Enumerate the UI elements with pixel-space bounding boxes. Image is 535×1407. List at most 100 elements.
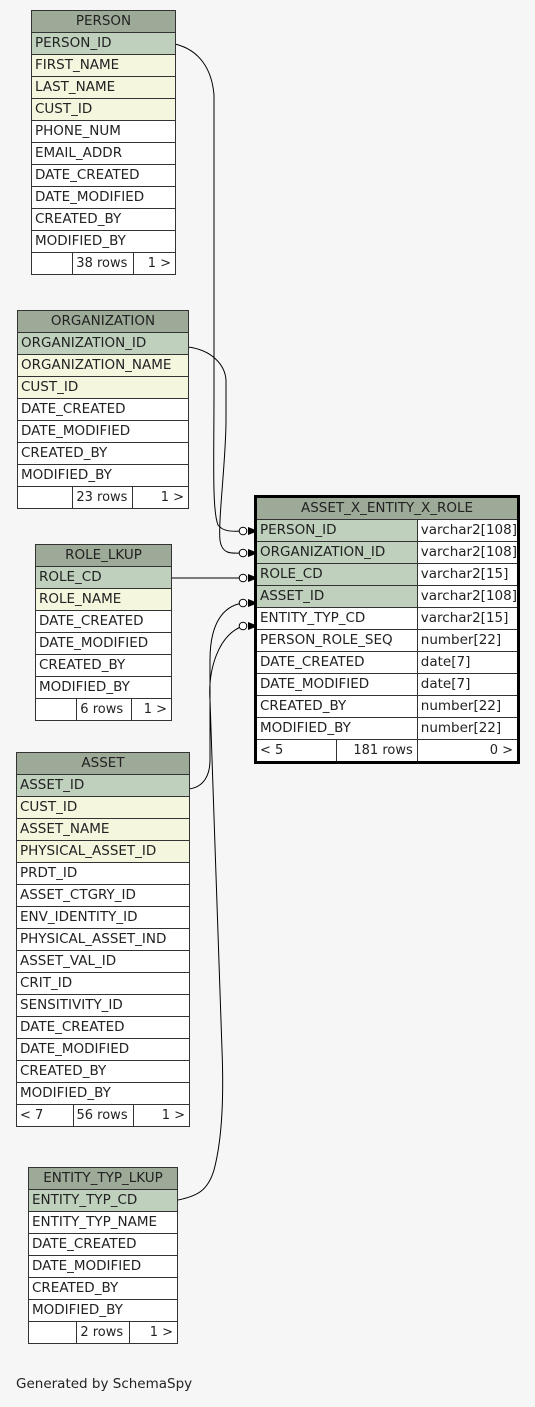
edge-person-id bbox=[174, 43, 244, 532]
column-date-created: DATE_CREATED bbox=[35, 610, 172, 633]
column-date-created: DATE_CREATED bbox=[256, 651, 418, 674]
column-date-modified: DATE_MODIFIED bbox=[35, 632, 172, 655]
column-organization-name: ORGANIZATION_NAME bbox=[17, 354, 189, 377]
column-modified-by: MODIFIED_BY bbox=[28, 1299, 178, 1322]
column-created-by: CREATED_BY bbox=[31, 208, 176, 231]
table-title[interactable]: ASSET_X_ENTITY_X_ROLE bbox=[256, 497, 518, 520]
column-cust-id: CUST_ID bbox=[16, 796, 190, 819]
footer-row-count: 56 rows bbox=[72, 1104, 135, 1127]
footer-row-count: 6 rows bbox=[76, 698, 133, 721]
footer-children-link[interactable]: 1 > bbox=[129, 1321, 178, 1344]
column-type: varchar2[108] bbox=[416, 585, 519, 608]
role-lkup-table[interactable]: ROLE_LKUP ROLE_CD ROLE_NAME DATE_CREATED… bbox=[34, 544, 172, 721]
footer-row-count: 2 rows bbox=[76, 1321, 131, 1344]
column-asset-id: ASSET_ID bbox=[256, 585, 418, 608]
generated-by-caption: Generated by SchemaSpy bbox=[16, 1376, 193, 1392]
footer-parents bbox=[27, 1321, 78, 1344]
table-title[interactable]: ROLE_LKUP bbox=[35, 544, 172, 567]
asset-table[interactable]: ASSET ASSET_ID CUST_ID ASSET_NAME PHYSIC… bbox=[16, 752, 190, 1127]
footer-children-link[interactable]: 1 > bbox=[131, 698, 172, 721]
footer-children-link[interactable]: 1 > bbox=[133, 1104, 190, 1127]
arrow-marker bbox=[248, 574, 258, 582]
table-title[interactable]: PERSON bbox=[31, 10, 176, 33]
person-table[interactable]: PERSON PERSON_ID FIRST_NAME LAST_NAME CU… bbox=[30, 10, 176, 275]
column-modified-by: MODIFIED_BY bbox=[31, 230, 176, 253]
column-date-created: DATE_CREATED bbox=[31, 164, 176, 187]
column-created-by: CREATED_BY bbox=[35, 654, 172, 677]
optional-marker bbox=[238, 621, 248, 631]
column-modified-by: MODIFIED_BY bbox=[17, 464, 189, 487]
column-modified-by: MODIFIED_BY bbox=[256, 717, 418, 740]
column-type: number[22] bbox=[416, 695, 519, 718]
optional-marker bbox=[238, 526, 248, 536]
table-title[interactable]: ORGANIZATION bbox=[17, 310, 189, 333]
column-entity-typ-cd: ENTITY_TYP_CD bbox=[28, 1189, 178, 1212]
column-entity-typ-name: ENTITY_TYP_NAME bbox=[28, 1211, 178, 1234]
footer-row-count: 38 rows bbox=[72, 252, 135, 275]
column-date-modified: DATE_MODIFIED bbox=[256, 673, 418, 696]
footer-parents-link[interactable]: < 5 bbox=[255, 739, 338, 762]
column-type: date[7] bbox=[416, 651, 519, 674]
optional-marker bbox=[238, 573, 248, 583]
footer-parents bbox=[34, 698, 78, 721]
column-date-modified: DATE_MODIFIED bbox=[31, 186, 176, 209]
table-title[interactable]: ENTITY_TYP_LKUP bbox=[28, 1167, 178, 1190]
column-first-name: FIRST_NAME bbox=[31, 54, 176, 77]
column-last-name: LAST_NAME bbox=[31, 76, 176, 99]
column-role-cd: ROLE_CD bbox=[256, 563, 418, 586]
column-physical-asset-id: PHYSICAL_ASSET_ID bbox=[16, 840, 190, 863]
column-created-by: CREATED_BY bbox=[17, 442, 189, 465]
column-created-by: CREATED_BY bbox=[16, 1060, 190, 1083]
footer-children-link[interactable]: 1 > bbox=[133, 252, 176, 275]
column-date-created: DATE_CREATED bbox=[16, 1016, 190, 1039]
column-person-id: PERSON_ID bbox=[31, 32, 176, 55]
footer-row-count: 23 rows bbox=[72, 486, 134, 509]
column-sensitivity-id: SENSITIVITY_ID bbox=[16, 994, 190, 1017]
column-date-created: DATE_CREATED bbox=[28, 1233, 178, 1256]
column-created-by: CREATED_BY bbox=[256, 695, 418, 718]
footer-children-link[interactable]: 0 > bbox=[416, 739, 519, 762]
column-type: varchar2[15] bbox=[416, 563, 519, 586]
column-cust-id: CUST_ID bbox=[31, 98, 176, 121]
column-type: date[7] bbox=[416, 673, 519, 696]
column-physical-asset-ind: PHYSICAL_ASSET_IND bbox=[16, 928, 190, 951]
column-type: varchar2[15] bbox=[416, 607, 519, 630]
footer-parents-link[interactable]: < 7 bbox=[16, 1104, 74, 1127]
optional-marker bbox=[238, 548, 248, 558]
column-role-cd: ROLE_CD bbox=[35, 566, 172, 589]
column-organization-id: ORGANIZATION_ID bbox=[17, 332, 189, 355]
column-asset-val-id: ASSET_VAL_ID bbox=[16, 950, 190, 973]
footer-parents bbox=[16, 486, 74, 509]
column-asset-ctgry-id: ASSET_CTGRY_ID bbox=[16, 884, 190, 907]
footer-row-count: 181 rows bbox=[336, 739, 418, 762]
arrow-marker bbox=[248, 527, 258, 535]
arrow-marker bbox=[248, 622, 258, 630]
column-cust-id: CUST_ID bbox=[17, 376, 189, 399]
footer-children-link[interactable]: 1 > bbox=[132, 486, 189, 509]
column-entity-typ-cd: ENTITY_TYP_CD bbox=[256, 607, 418, 630]
column-date-modified: DATE_MODIFIED bbox=[16, 1038, 190, 1061]
column-env-identity-id: ENV_IDENTITY_ID bbox=[16, 906, 190, 929]
column-date-modified: DATE_MODIFIED bbox=[17, 420, 189, 443]
column-asset-name: ASSET_NAME bbox=[16, 818, 190, 841]
edge-organization-id bbox=[187, 346, 244, 554]
column-person-id: PERSON_ID bbox=[256, 519, 418, 542]
column-asset-id: ASSET_ID bbox=[16, 774, 190, 797]
column-type: number[22] bbox=[416, 717, 519, 740]
column-crit-id: CRIT_ID bbox=[16, 972, 190, 995]
column-modified-by: MODIFIED_BY bbox=[16, 1082, 190, 1105]
column-person-role-seq: PERSON_ROLE_SEQ bbox=[256, 629, 418, 652]
column-created-by: CREATED_BY bbox=[28, 1277, 178, 1300]
column-type: number[22] bbox=[416, 629, 519, 652]
optional-marker bbox=[238, 598, 248, 608]
column-modified-by: MODIFIED_BY bbox=[35, 676, 172, 699]
column-date-modified: DATE_MODIFIED bbox=[28, 1255, 178, 1278]
edge-entity-typ-cd bbox=[177, 625, 244, 1201]
table-title[interactable]: ASSET bbox=[16, 752, 190, 775]
column-type: varchar2[108] bbox=[416, 541, 519, 564]
entity-typ-lkup-table[interactable]: ENTITY_TYP_LKUP ENTITY_TYP_CD ENTITY_TYP… bbox=[27, 1167, 178, 1344]
column-organization-id: ORGANIZATION_ID bbox=[256, 541, 418, 564]
organization-table[interactable]: ORGANIZATION ORGANIZATION_ID ORGANIZATIO… bbox=[16, 310, 189, 509]
arrow-marker bbox=[248, 549, 258, 557]
